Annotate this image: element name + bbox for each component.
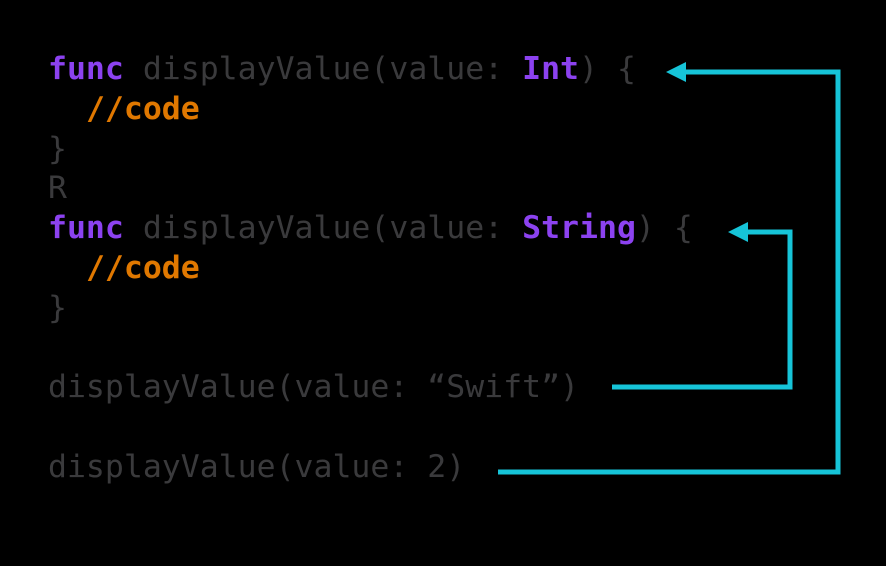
code-token-plain: displayValue(value: [123,210,523,247]
code-line: displayValue(value: 2) [48,448,693,488]
code-token-plain: R [48,170,67,207]
code-token-plain: ) { [635,210,693,247]
code-line: displayValue(value: “Swift”) [48,368,693,408]
code-token-plain: ) { [579,51,636,87]
code-line: //code [48,249,693,289]
code-token-keyword: func [48,51,124,87]
code-token-plain [48,250,86,286]
code-token-keyword: Int [522,51,580,87]
code-block: func displayValue(value: Int) { //code}R… [48,50,693,488]
code-token-plain: } [48,130,67,167]
arrow-string-overload-arrowhead-icon [728,222,748,242]
code-line: func displayValue(value: String) { [48,209,693,249]
code-token-plain: displayValue(value: 2) [48,448,466,485]
code-line: func displayValue(value: Int) { [48,50,693,90]
code-token-keyword: String [522,210,636,247]
code-line: //code [48,90,693,130]
code-token-comment: //code [85,90,200,127]
code-line: R [48,169,693,209]
code-token-plain: } [48,289,67,326]
code-token-comment: //code [85,249,200,286]
code-line: } [48,130,693,170]
code-line [48,329,693,369]
code-token-plain [48,91,86,127]
code-token-plain: displayValue(value: [123,51,523,87]
code-token-plain: displayValue(value: “Swift”) [48,369,580,406]
code-token-keyword: func [48,210,124,247]
code-line: } [48,289,693,329]
code-line [48,408,693,448]
